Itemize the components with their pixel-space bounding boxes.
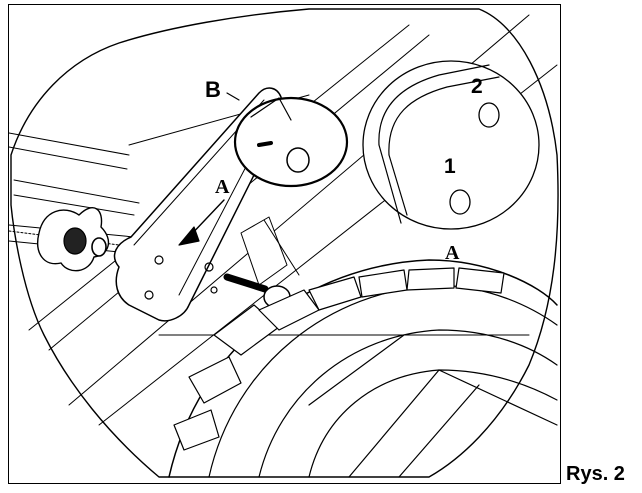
- figure-frame: B A 2 1 A: [8, 4, 561, 484]
- label-a-main: A: [215, 176, 230, 198]
- cutaway-outline: [10, 8, 559, 478]
- wheel: [168, 259, 558, 478]
- star-knob-icon: [37, 207, 110, 272]
- detail-a-circle: [362, 60, 540, 230]
- label-hole-1: 1: [444, 155, 456, 178]
- label-hole-2: 2: [471, 75, 483, 98]
- bracket-plate: [240, 216, 288, 286]
- detail-b-circle: [226, 92, 349, 188]
- label-a-detail: A: [445, 242, 460, 264]
- figure-caption: Rys. 2: [566, 463, 625, 485]
- guide-line: [263, 219, 300, 276]
- label-b: B: [205, 77, 221, 102]
- technical-drawing: B A 2 1 A: [9, 8, 559, 478]
- direction-arrow-icon: [178, 199, 225, 246]
